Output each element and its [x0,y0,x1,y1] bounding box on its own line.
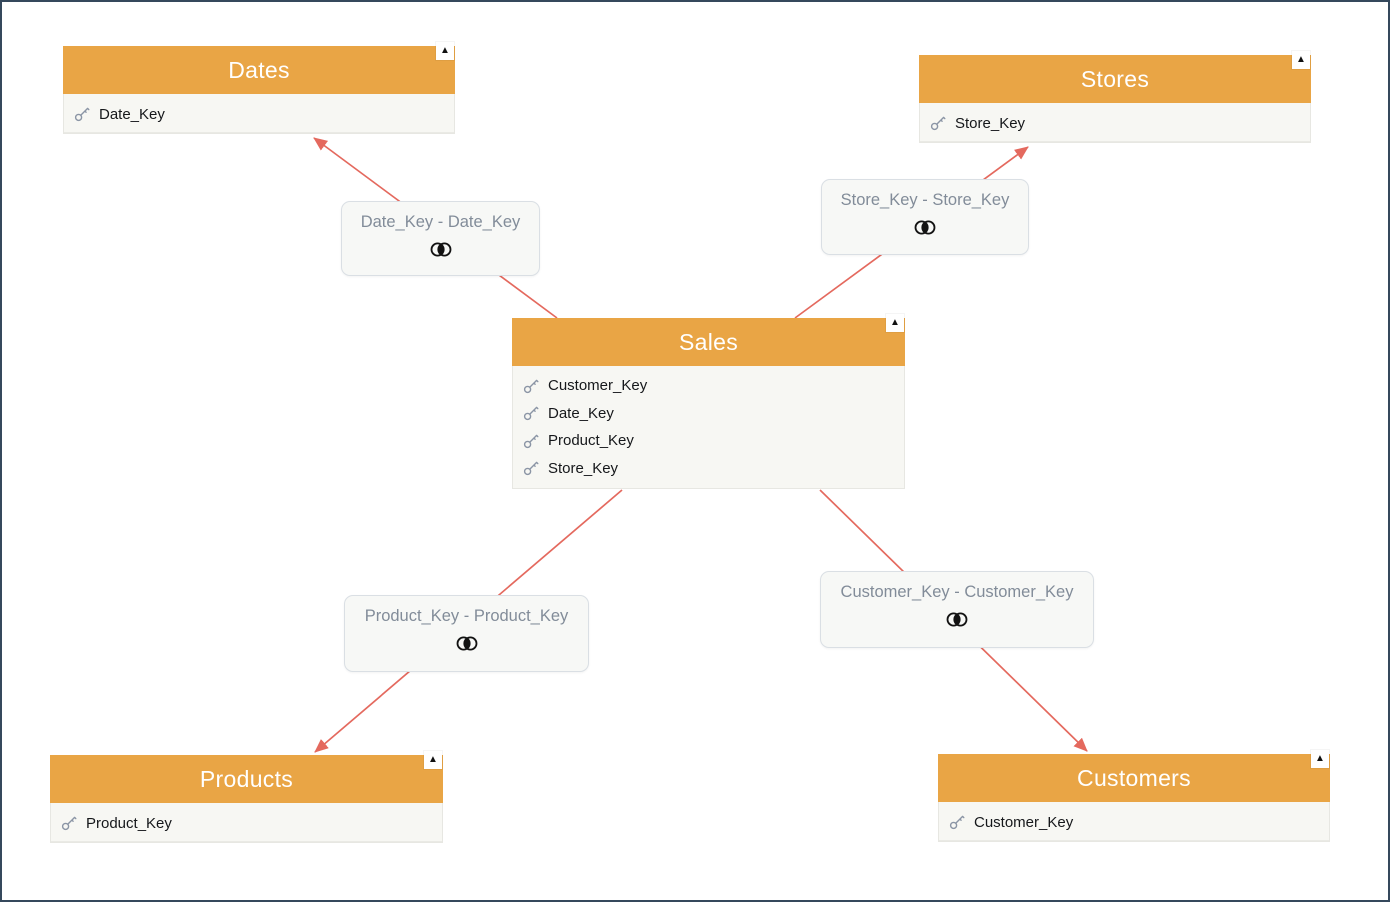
field-name: Product_Key [86,814,172,832]
field-row[interactable]: Store_Key [920,105,1310,142]
relationship-date-key[interactable]: Date_Key - Date_Key [341,201,540,276]
collapse-icon: ▲ [1296,54,1306,65]
relationship-label: Store_Key - Store_Key [840,191,1010,209]
field-name: Date_Key [548,404,614,422]
relationship-product-key[interactable]: Product_Key - Product_Key [344,595,589,672]
field-name: Product_Key [548,432,634,450]
key-icon [61,815,77,831]
collapse-button[interactable]: ▲ [1311,750,1329,768]
inner-join-icon [944,611,970,628]
key-icon [74,106,90,122]
table-stores-header[interactable]: Stores ▲ [919,51,1311,103]
table-sales[interactable]: Sales ▲ Customer_Key Date_Key Product_ [512,314,905,489]
relationship-label: Product_Key - Product_Key [364,607,569,625]
table-dates-header[interactable]: Dates ▲ [63,42,455,94]
table-title: Customers [1077,764,1191,791]
table-products-body: Product_Key [50,803,443,843]
field-row[interactable]: Product_Key [51,805,442,842]
table-title: Sales [678,328,739,355]
key-icon [523,378,539,394]
collapse-icon: ▲ [1315,753,1325,764]
collapse-button[interactable]: ▲ [1292,51,1310,69]
field-row[interactable]: Product_Key [513,427,904,455]
table-stores-body: Store_Key [919,103,1311,143]
table-sales-body: Customer_Key Date_Key Product_Key Store_… [512,366,905,489]
field-row[interactable]: Store_Key [513,455,904,483]
field-name: Customer_Key [548,377,648,395]
collapse-button[interactable]: ▲ [886,314,904,332]
table-products[interactable]: Products ▲ Product_Key [50,751,443,843]
collapse-icon: ▲ [428,754,438,765]
table-customers[interactable]: Customers ▲ Customer_Key [938,750,1330,842]
inner-join-icon [428,241,454,258]
collapse-button[interactable]: ▲ [424,751,442,769]
collapse-button[interactable]: ▲ [436,42,454,60]
table-products-header[interactable]: Products ▲ [50,751,443,803]
table-stores[interactable]: Stores ▲ Store_Key [919,51,1311,143]
inner-join-icon [912,219,938,236]
table-dates-body: Date_Key [63,94,455,134]
table-dates[interactable]: Dates ▲ Date_Key [63,42,455,134]
field-name: Store_Key [955,114,1026,132]
field-name: Date_Key [99,105,165,123]
table-title: Stores [1080,65,1150,92]
key-icon [949,814,965,830]
key-icon [523,433,539,449]
collapse-icon: ▲ [440,45,450,56]
relationship-customer-key[interactable]: Customer_Key - Customer_Key [820,571,1094,648]
key-icon [523,405,539,421]
field-row[interactable]: Date_Key [513,400,904,428]
collapse-icon: ▲ [890,317,900,328]
table-title: Products [199,765,294,792]
key-icon [930,115,946,131]
key-icon [523,460,539,476]
table-customers-body: Customer_Key [938,802,1330,842]
field-name: Customer_Key [974,813,1074,831]
relationship-label: Customer_Key - Customer_Key [840,583,1074,601]
field-row[interactable]: Customer_Key [939,804,1329,841]
field-name: Store_Key [548,459,619,477]
relationship-label: Date_Key - Date_Key [360,213,521,231]
field-row[interactable]: Date_Key [64,96,454,133]
table-customers-header[interactable]: Customers ▲ [938,750,1330,802]
table-sales-header[interactable]: Sales ▲ [512,314,905,366]
table-title: Dates [228,56,290,83]
inner-join-icon [454,635,480,652]
relationship-store-key[interactable]: Store_Key - Store_Key [821,179,1029,255]
field-row[interactable]: Customer_Key [513,372,904,400]
